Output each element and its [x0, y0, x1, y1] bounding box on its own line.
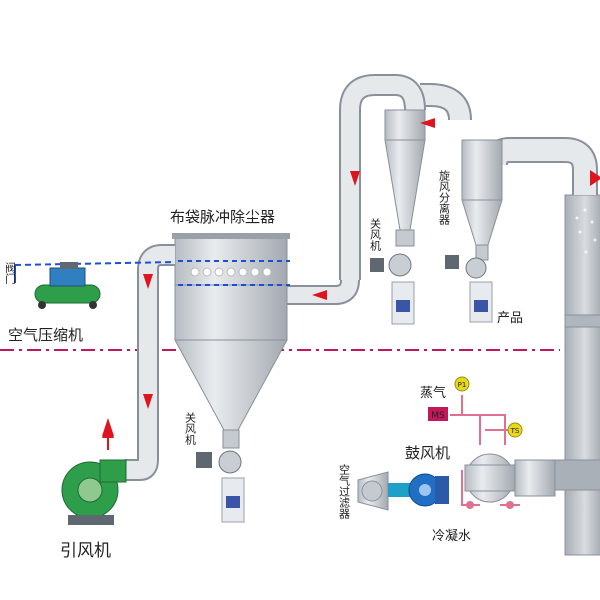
induced-fan — [61, 459, 127, 525]
filter-to-cyclone-pipe — [285, 279, 360, 305]
cyclone-label: 旋风分离器 — [438, 169, 451, 226]
fan-to-filter-pipe — [125, 244, 175, 481]
valve-label: 阀门 — [4, 261, 17, 285]
flow-arrows — [102, 118, 600, 450]
air-filter — [357, 471, 389, 511]
upper-cyclone — [339, 74, 426, 280]
blower-label: 鼓风机 — [405, 444, 450, 462]
p1-gauge — [454, 376, 470, 392]
steam-label: 蒸气 — [420, 385, 446, 401]
pulse-air-line — [14, 261, 176, 266]
p1-label: P1 — [458, 381, 467, 389]
product-label: 产品 — [497, 311, 523, 326]
blower — [388, 473, 449, 507]
air-compressor-label: 空气压缩机 — [8, 326, 83, 344]
ms-box — [428, 407, 448, 421]
condensate-label: 冷凝水 — [432, 528, 471, 544]
filter-rotary-valve — [196, 450, 245, 523]
cyclone-separator — [420, 83, 503, 261]
air-filter-label: 空气过滤器 — [338, 463, 351, 520]
ts-gauge — [507, 422, 523, 438]
ts-label: TS — [510, 427, 520, 435]
air-compressor — [34, 262, 101, 309]
bag-filter-label: 布袋脉冲除尘器 — [170, 208, 275, 226]
heater — [464, 453, 556, 503]
bag-pulse-filter — [172, 233, 290, 449]
filter-rotary-valve-label: 关风机 — [184, 411, 197, 445]
tower-outlet-pipe — [482, 137, 598, 195]
induced-fan-label: 引风机 — [60, 541, 111, 561]
drying-tower — [554, 194, 600, 556]
upper-rotary-valve-label: 关风机 — [369, 217, 382, 251]
cyclone-rotary-valve — [445, 255, 493, 323]
ms-label: MS — [431, 411, 445, 421]
upper-rotary-valve — [370, 253, 415, 325]
